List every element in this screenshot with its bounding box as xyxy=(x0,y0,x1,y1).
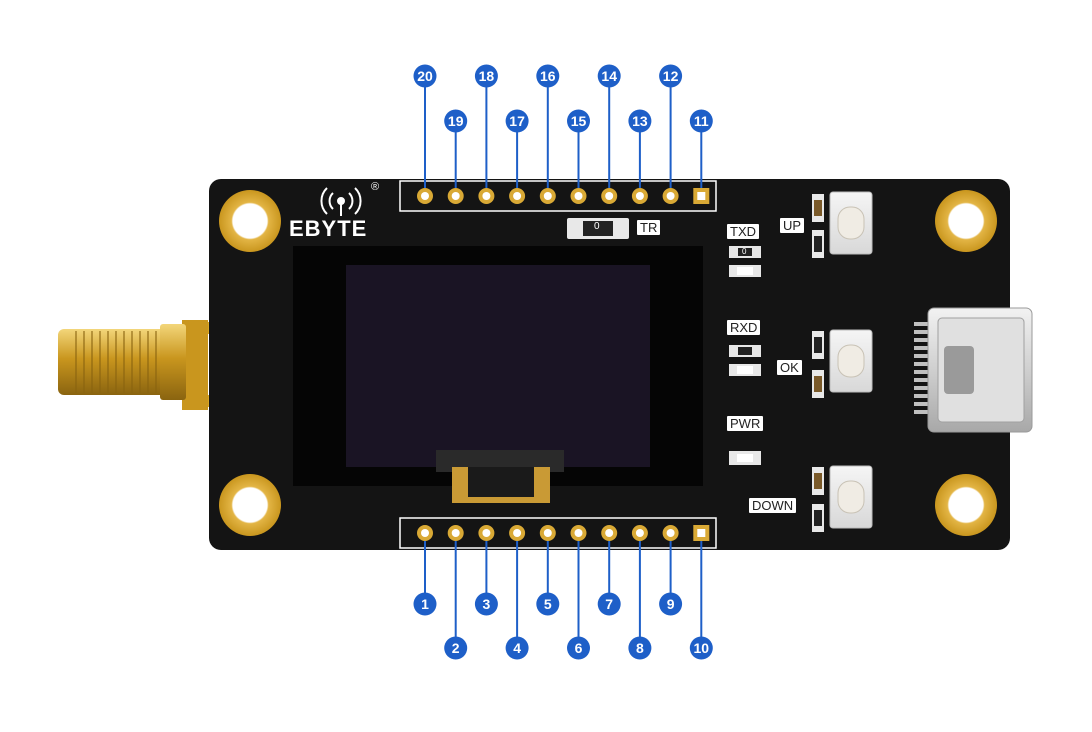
pad-hole xyxy=(605,192,614,200)
pin-marker xyxy=(505,636,529,660)
pad-hole xyxy=(421,529,429,537)
tr-switch-digit: 0 xyxy=(594,221,600,232)
txd-label: TXD xyxy=(727,224,759,239)
pad-hole xyxy=(421,192,429,200)
pin-number-label: 5 xyxy=(544,596,552,612)
top-pin-markers: 20 19 18 17 16 15 14 13 12 11 xyxy=(413,64,713,188)
down-label: DOWN xyxy=(749,498,797,513)
pad-hole xyxy=(574,192,583,200)
pin-marker xyxy=(474,592,498,616)
usb-c-connector xyxy=(914,307,1033,433)
tactile-buttons xyxy=(829,191,873,529)
pin-marker xyxy=(689,636,713,660)
pad-hole xyxy=(697,192,706,200)
pin-number-label: 2 xyxy=(452,640,460,656)
pad-hole xyxy=(697,529,706,537)
pad-hole xyxy=(605,529,614,537)
led-components xyxy=(729,246,761,465)
pad-hole xyxy=(543,192,552,200)
pin-number-label: 9 xyxy=(667,596,675,612)
sma-antenna-connector xyxy=(58,320,257,410)
pad-hole xyxy=(482,192,491,200)
tr-switch xyxy=(567,218,629,239)
pad-hole xyxy=(666,529,675,537)
pwr-label: PWR xyxy=(727,416,764,431)
pin-marker xyxy=(413,64,437,88)
pin-number-label: 10 xyxy=(694,640,710,656)
pin-marker xyxy=(413,592,437,616)
pad-hole xyxy=(543,529,552,537)
pin-marker xyxy=(536,64,560,88)
pin-number-label: 8 xyxy=(636,640,644,656)
pad-hole xyxy=(482,529,491,537)
pad-hole xyxy=(451,529,460,537)
pin-number-label: 19 xyxy=(448,113,464,129)
pin-marker xyxy=(536,592,560,616)
pin-marker xyxy=(567,636,590,660)
pad-hole xyxy=(451,192,460,200)
pin-marker xyxy=(597,64,621,88)
pin-number-label: 15 xyxy=(571,113,587,129)
up-label: UP xyxy=(780,218,805,233)
registered-mark: ® xyxy=(371,181,380,193)
top-header-pins xyxy=(417,188,710,204)
rxd-label: RXD xyxy=(727,320,761,335)
pin-number-label: 18 xyxy=(479,68,495,84)
oled-display xyxy=(293,246,703,503)
pin-marker xyxy=(597,592,621,616)
pin-marker xyxy=(505,109,529,133)
bottom-header-outline xyxy=(399,517,717,549)
pin-marker xyxy=(444,636,468,660)
pin-number-label: 11 xyxy=(694,113,709,129)
pin-number-label: 20 xyxy=(417,68,433,84)
pin-number-label: 13 xyxy=(632,113,648,129)
pin-marker xyxy=(444,109,468,133)
top-header-outline xyxy=(399,180,717,212)
ok-label: OK xyxy=(777,360,802,375)
pin-number-label: 1 xyxy=(421,596,429,612)
ebyte-logo-icon xyxy=(320,187,362,216)
pin-number-label: 3 xyxy=(483,596,491,612)
pin-number-label: 17 xyxy=(509,113,525,129)
pad-hole xyxy=(635,192,644,200)
pin-number-label: 12 xyxy=(663,68,679,84)
button-resistors xyxy=(812,194,824,532)
led-resistor-digit: 0 xyxy=(742,247,747,256)
pad-hole xyxy=(513,192,522,200)
pad-hole xyxy=(513,529,522,537)
pin-marker xyxy=(659,64,683,88)
brand-name: EBYTE xyxy=(289,216,368,241)
pin-number-label: 14 xyxy=(601,68,617,84)
pin-marker xyxy=(628,636,652,660)
pin-marker xyxy=(474,64,498,88)
pad-hole xyxy=(635,529,644,537)
pin-number-label: 6 xyxy=(575,640,583,656)
pin-number-label: 4 xyxy=(513,640,521,656)
tr-label: TR xyxy=(637,220,661,235)
pad-hole xyxy=(574,529,583,537)
mounting-holes xyxy=(219,190,997,536)
bottom-pin-markers: 1 2 3 4 5 6 7 8 9 10 xyxy=(413,541,713,660)
pin-marker xyxy=(689,109,713,133)
pin-marker xyxy=(628,109,652,133)
pin-marker xyxy=(659,592,683,616)
pin-number-label: 7 xyxy=(605,596,613,612)
bottom-header-pins xyxy=(417,525,710,541)
pin-number-label: 16 xyxy=(540,68,556,84)
pin-marker xyxy=(567,109,590,133)
pad-hole xyxy=(666,192,675,200)
